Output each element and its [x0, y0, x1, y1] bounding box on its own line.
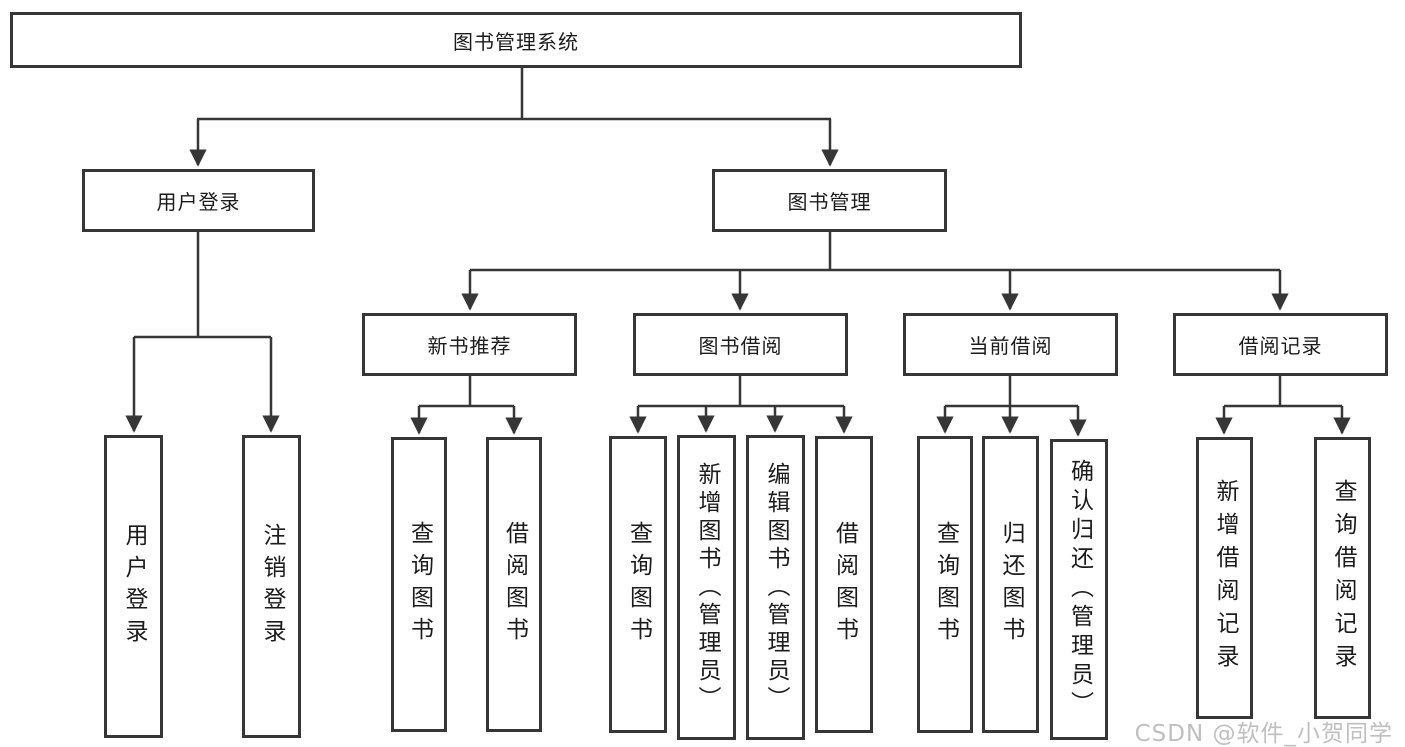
leaf-confirm-return-admin-label: 确认归还（管理员） — [1066, 459, 1093, 720]
leaf-borrow-books-label: 借阅图书 — [831, 520, 858, 649]
leaf-edit-books-admin: 编辑图书（管理员） — [746, 435, 805, 740]
leaf-recommend-borrow-books: 借阅图书 — [486, 437, 542, 732]
leaf-recommend-borrow-books-label: 借阅图书 — [501, 520, 528, 649]
leaf-borrow-query-books-label: 查询图书 — [625, 520, 652, 649]
node-borrow-records: 借阅记录 — [1173, 313, 1388, 376]
node-borrow-records-label: 借阅记录 — [1238, 334, 1323, 358]
leaf-user-login: 用户登录 — [104, 435, 163, 738]
leaf-edit-books-admin-label: 编辑图书（管理员） — [763, 461, 789, 714]
leaf-add-books-admin-label: 新增图书（管理员） — [694, 461, 720, 714]
csdn-watermark: CSDN @软件_小贺同学 — [1134, 721, 1393, 747]
leaf-add-borrow-record: 新增借阅记录 — [1196, 437, 1253, 719]
leaf-return-books-label: 归还图书 — [998, 520, 1024, 649]
node-book-management-label: 图书管理 — [787, 190, 872, 214]
node-current-borrow-label: 当前借阅 — [968, 334, 1053, 358]
leaf-recommend-query-books: 查询图书 — [391, 437, 447, 732]
leaf-add-borrow-record-label: 新增借阅记录 — [1212, 479, 1238, 677]
leaf-current-query-books: 查询图书 — [917, 436, 973, 733]
node-user-login-label: 用户登录 — [156, 190, 241, 214]
leaf-user-login-label: 用户登录 — [121, 522, 147, 651]
leaf-logout-label: 注销登录 — [259, 522, 285, 651]
node-library-system: 图书管理系统 — [10, 12, 1022, 68]
leaf-borrow-query-books: 查询图书 — [609, 436, 667, 733]
leaf-recommend-query-books-label: 查询图书 — [406, 520, 433, 649]
node-user-login: 用户登录 — [82, 169, 315, 232]
leaf-confirm-return-admin: 确认归还（管理员） — [1050, 439, 1108, 740]
leaf-borrow-books: 借阅图书 — [815, 436, 873, 733]
node-book-borrow: 图书借阅 — [633, 313, 848, 376]
leaf-current-query-books-label: 查询图书 — [932, 520, 959, 649]
node-new-book-recommend: 新书推荐 — [362, 313, 577, 376]
leaf-return-books: 归还图书 — [982, 436, 1039, 733]
node-book-borrow-label: 图书借阅 — [698, 334, 783, 358]
leaf-query-borrow-record-label: 查询借阅记录 — [1330, 479, 1356, 677]
leaf-add-books-admin: 新增图书（管理员） — [677, 435, 736, 740]
leaf-logout: 注销登录 — [242, 435, 301, 738]
node-current-borrow: 当前借阅 — [903, 313, 1118, 376]
node-new-book-recommend-label: 新书推荐 — [427, 334, 512, 358]
node-book-management: 图书管理 — [712, 169, 947, 232]
leaf-query-borrow-record: 查询借阅记录 — [1314, 437, 1371, 719]
node-library-system-label: 图书管理系统 — [453, 29, 579, 54]
